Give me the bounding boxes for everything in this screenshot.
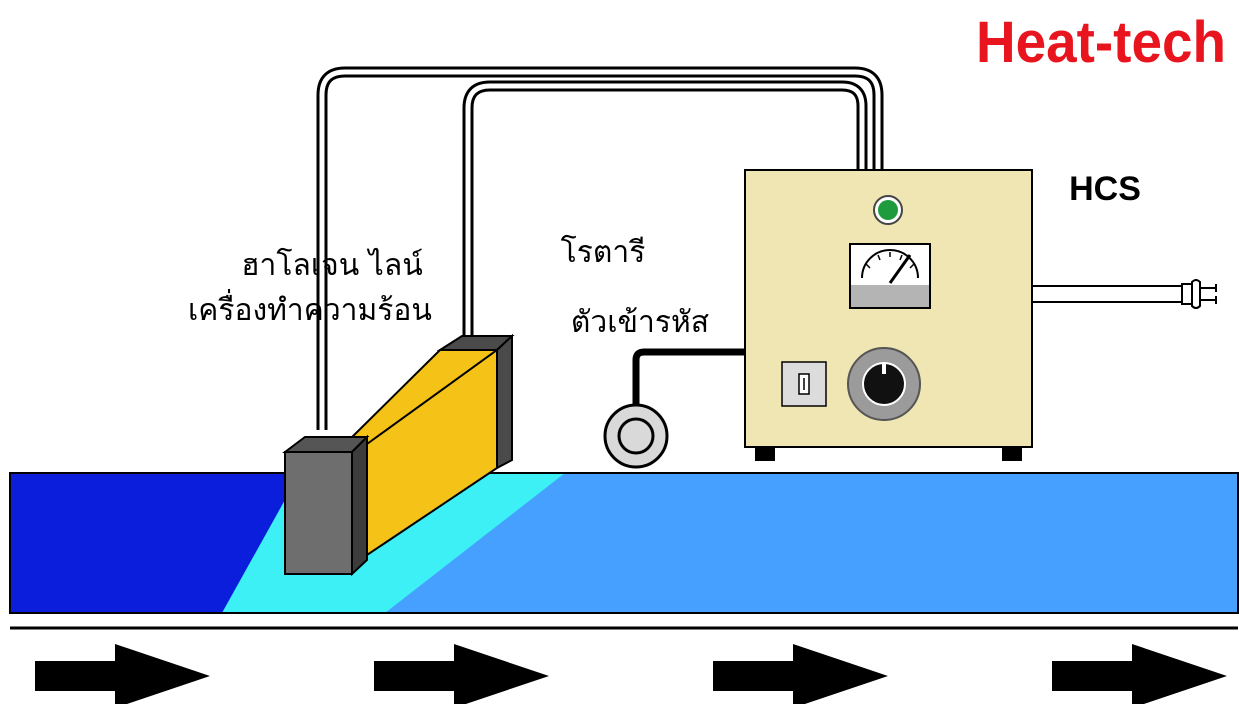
rotary-encoder <box>603 403 669 469</box>
controller-foot-left <box>755 447 775 461</box>
analog-meter-icon <box>849 243 931 309</box>
brand-logo: Heat-tech <box>976 10 1226 75</box>
heater-label-line2: เครื่องทำความร้อน <box>188 289 432 328</box>
encoder-label-line1: โรตารี <box>561 234 646 270</box>
heater-back-cap-side <box>496 333 513 470</box>
halogen-line-heater <box>282 333 515 577</box>
hcs-controller <box>744 169 1033 461</box>
encoder-label-line2: ตัวเข้ารหัส <box>571 305 709 340</box>
toggle-switch-icon <box>781 361 827 407</box>
heater-front-cap-side <box>351 434 368 577</box>
indicator-lamp-icon <box>873 195 903 225</box>
heater-label-line1: ฮาโลเจน ไลน์ <box>241 247 423 283</box>
heater-front-cap <box>284 451 353 575</box>
encoder-cable <box>632 348 745 405</box>
workpiece-unheated-section <box>10 473 300 613</box>
direction-arrow-icon <box>35 644 210 704</box>
control-knob-icon <box>847 347 921 421</box>
direction-arrows <box>35 644 1227 704</box>
power-plug-icon <box>1031 279 1217 309</box>
direction-arrow-icon <box>713 644 888 704</box>
controller-foot-right <box>1002 447 1022 461</box>
conveyor <box>9 472 1239 630</box>
direction-arrow-icon <box>374 644 549 704</box>
direction-arrow-icon <box>1052 644 1227 704</box>
controller-label: HCS <box>1069 170 1141 208</box>
